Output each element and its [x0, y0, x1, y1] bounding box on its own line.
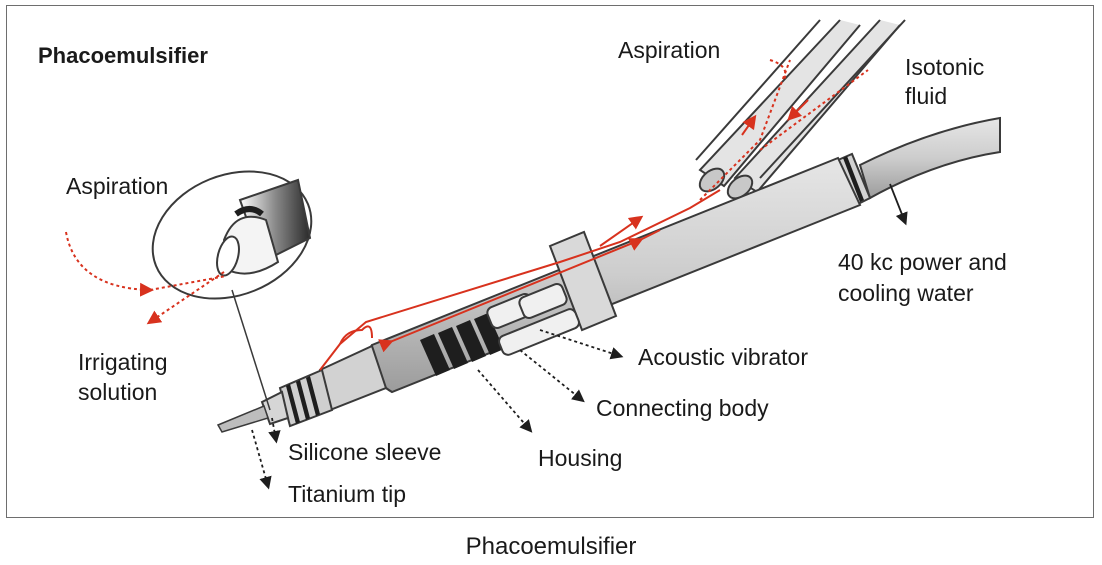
label-irrigating-line2: solution — [78, 379, 157, 405]
label-housing: Housing — [538, 445, 622, 471]
collar — [548, 230, 618, 332]
label-titanium-tip: Titanium tip — [288, 481, 406, 507]
leader-lines — [251, 183, 908, 490]
flow-paths — [65, 59, 869, 371]
label-silicone-sleeve: Silicone sleeve — [288, 439, 441, 465]
power-cable — [836, 116, 1001, 207]
magnified-tip-inset — [151, 170, 313, 411]
nose-and-tip — [216, 344, 388, 433]
label-power-line1: 40 kc power and — [838, 249, 1007, 275]
acoustic-vibrator — [486, 282, 580, 356]
label-aspiration-top: Aspiration — [618, 37, 720, 63]
figure-caption: Phacoemulsifier — [465, 533, 637, 560]
label-acoustic-vibrator: Acoustic vibrator — [638, 344, 808, 370]
label-connecting-body: Connecting body — [596, 395, 769, 421]
label-irrigating-line1: Irrigating — [78, 349, 167, 375]
label-aspiration-left: Aspiration — [66, 173, 168, 199]
diagram-title: Phacoemulsifier — [38, 43, 208, 68]
housing-stripes — [420, 313, 504, 376]
label-isotonic-line2: fluid — [905, 83, 947, 109]
label-isotonic-line1: Isotonic — [905, 54, 984, 80]
label-power-line2: cooling water — [838, 280, 974, 306]
tubing — [695, 19, 906, 200]
